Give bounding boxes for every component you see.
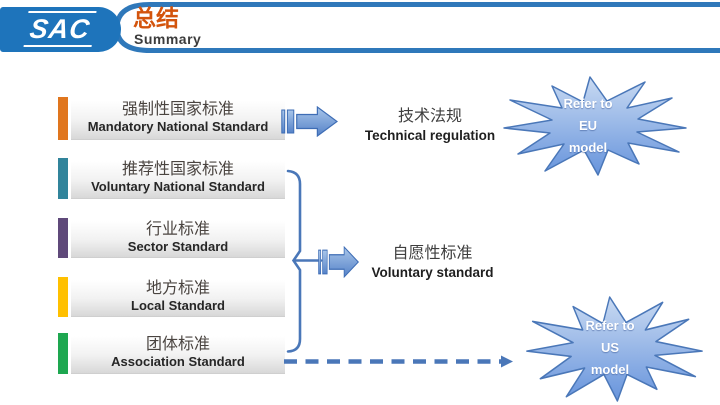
sac-logo-text: SAC xyxy=(23,11,98,48)
color-bar xyxy=(58,333,68,374)
standard-box-association: 团体标准 Association Standard xyxy=(58,333,285,374)
outcome-technical-regulation: 技术法规 Technical regulation xyxy=(345,107,515,145)
standard-box-mandatory-national: 强制性国家标准 Mandatory National Standard xyxy=(58,97,285,140)
badge-line: Refer to xyxy=(563,96,613,111)
eu-model-starburst-icon xyxy=(503,76,687,176)
standard-label-zh: 团体标准 xyxy=(145,336,210,353)
color-bar xyxy=(58,158,68,199)
standard-label-en: Voluntary National Standard xyxy=(91,179,265,195)
color-bar xyxy=(58,97,68,140)
sac-logo: SAC xyxy=(0,7,121,52)
badge-line: Refer to xyxy=(585,318,635,333)
standard-label-zh: 地方标准 xyxy=(145,279,210,297)
page-title: 总结 xyxy=(133,5,179,31)
standard-label-en: Sector Standard xyxy=(127,238,229,254)
standard-label-zh: 强制性国家标准 xyxy=(121,101,234,118)
badge-line: model xyxy=(568,140,608,155)
eu-model-badge: Refer to EU model xyxy=(523,93,653,159)
us-model-starburst-icon xyxy=(526,296,703,402)
standard-label-zh: 推荐性国家标准 xyxy=(121,161,234,178)
color-bar xyxy=(58,277,68,317)
color-bar xyxy=(58,218,68,258)
standard-box-sector: 行业标准 Sector Standard xyxy=(58,218,285,258)
standard-label-en: Local Standard xyxy=(131,297,225,313)
standard-box-voluntary-national: 推荐性国家标准 Voluntary National Standard xyxy=(58,158,285,199)
dashed-arrow xyxy=(284,355,513,368)
standard-label-zh: 行业标准 xyxy=(145,220,210,238)
outcome-label-en: Voluntary standard xyxy=(371,265,494,280)
outcome-voluntary-standard: 自愿性标准 Voluntary standard xyxy=(345,244,520,282)
standard-label-en: Association Standard xyxy=(111,354,245,370)
striped-arrow-icon xyxy=(318,246,359,278)
badge-line: US xyxy=(600,340,620,355)
striped-arrow-icon xyxy=(281,106,338,137)
standard-label-en: Mandatory National Standard xyxy=(87,119,269,135)
outcome-label-zh: 自愿性标准 xyxy=(392,245,473,262)
outcome-label-zh: 技术法规 xyxy=(397,108,462,125)
brace-bracket xyxy=(286,169,323,353)
badge-line: model xyxy=(590,362,630,377)
standard-box-local: 地方标准 Local Standard xyxy=(58,277,285,317)
page-subtitle: Summary xyxy=(134,31,202,47)
badge-line: EU xyxy=(578,118,598,133)
outcome-label-en: Technical regulation xyxy=(364,128,496,143)
us-model-badge: Refer to US model xyxy=(545,315,675,381)
